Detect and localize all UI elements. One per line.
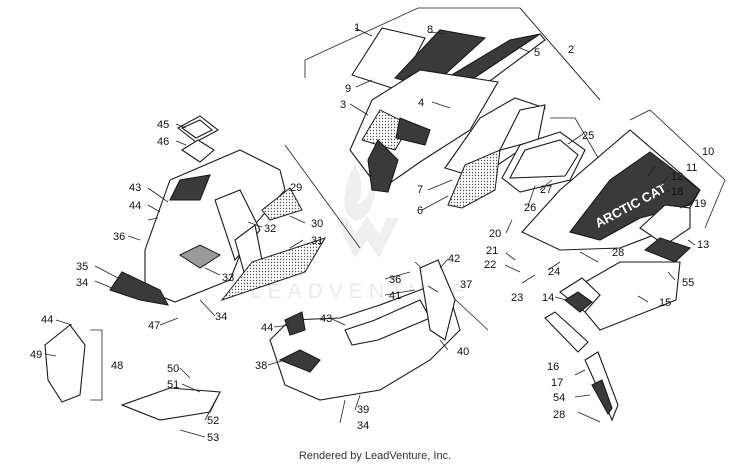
footer-credit: Rendered by LeadVenture, Inc. xyxy=(298,450,452,462)
callout-32: 32 xyxy=(264,223,276,235)
console-assembly xyxy=(109,115,361,306)
callout-33: 33 xyxy=(222,272,234,284)
small-parts-assembly xyxy=(44,324,221,421)
callout-34c: 34 xyxy=(357,420,369,432)
hood-upper-assembly xyxy=(304,7,601,209)
callout-12: 12 xyxy=(671,171,683,183)
callout-21: 21 xyxy=(486,245,498,257)
callout-1: 1 xyxy=(354,22,360,34)
callout-44b: 44 xyxy=(261,322,273,334)
callout-labels: 1 2 3 4 5 6 7 8 9 10 11 12 13 14 15 16 1… xyxy=(30,22,714,444)
leader-lines xyxy=(44,27,696,438)
callout-3: 3 xyxy=(340,99,346,111)
callout-36a: 36 xyxy=(113,231,125,243)
callout-46: 46 xyxy=(157,136,169,148)
callout-50: 50 xyxy=(167,363,179,375)
callout-27: 27 xyxy=(540,184,552,196)
callout-47: 47 xyxy=(148,320,160,332)
callout-10: 10 xyxy=(702,146,714,158)
callout-19: 19 xyxy=(694,198,706,210)
callout-29: 29 xyxy=(290,182,302,194)
callout-13: 13 xyxy=(697,239,709,251)
callout-54: 54 xyxy=(553,392,565,404)
callout-52: 52 xyxy=(207,415,219,427)
callout-30: 30 xyxy=(311,218,323,230)
callout-16: 16 xyxy=(547,361,559,373)
belly-pan-assembly xyxy=(269,259,489,401)
callout-24: 24 xyxy=(548,266,560,278)
callout-45: 45 xyxy=(157,119,169,131)
callout-28b: 28 xyxy=(553,409,565,421)
callout-14: 14 xyxy=(542,292,554,304)
callout-26: 26 xyxy=(524,202,536,214)
callout-5: 5 xyxy=(534,47,540,59)
callout-23: 23 xyxy=(511,292,523,304)
callout-44a: 44 xyxy=(129,200,141,212)
callout-37: 37 xyxy=(460,279,472,291)
callout-39: 39 xyxy=(357,404,369,416)
callout-7: 7 xyxy=(417,184,423,196)
callout-42: 42 xyxy=(448,253,460,265)
callout-8: 8 xyxy=(427,24,433,36)
callout-51: 51 xyxy=(167,379,179,391)
callout-53: 53 xyxy=(207,432,219,444)
callout-36b: 36 xyxy=(389,274,401,286)
callout-9: 9 xyxy=(345,83,351,95)
callout-41: 41 xyxy=(389,290,401,302)
callout-17: 17 xyxy=(551,377,563,389)
callout-11: 11 xyxy=(686,162,697,174)
callout-2: 2 xyxy=(568,44,574,56)
callout-4: 4 xyxy=(418,97,424,109)
callout-34a: 34 xyxy=(76,277,88,289)
callout-55: 55 xyxy=(682,277,694,289)
callout-25: 25 xyxy=(582,130,594,142)
callout-44c: 44 xyxy=(41,314,53,326)
callout-22: 22 xyxy=(484,259,496,271)
callout-35: 35 xyxy=(76,261,88,273)
callout-6: 6 xyxy=(417,205,423,217)
callout-40: 40 xyxy=(457,346,469,358)
watermark-flame-icon xyxy=(344,165,376,221)
callout-20: 20 xyxy=(489,228,501,240)
callout-49: 49 xyxy=(30,349,42,361)
callout-43a: 43 xyxy=(129,182,141,194)
callout-28a: 28 xyxy=(612,247,624,259)
watermark-logo-icon xyxy=(335,216,399,258)
side-panel-assembly: ARCTIC CAT xyxy=(501,109,726,422)
callout-15: 15 xyxy=(659,297,671,309)
callout-31: 31 xyxy=(311,235,323,247)
callout-48: 48 xyxy=(111,360,123,372)
callout-34b: 34 xyxy=(215,311,227,323)
callout-18: 18 xyxy=(671,186,683,198)
callout-43b: 43 xyxy=(320,313,332,325)
callout-38: 38 xyxy=(255,360,267,372)
